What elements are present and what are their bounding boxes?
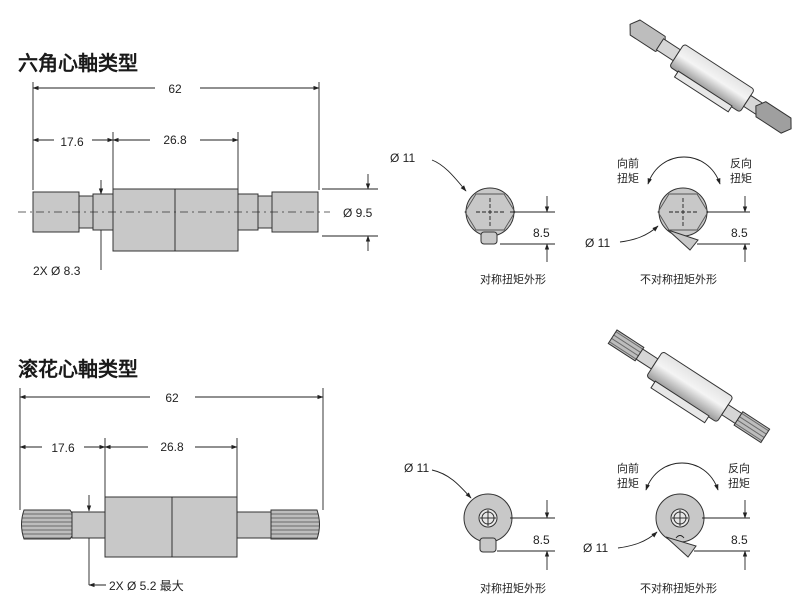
hex-asym-caption: 不对称扭矩外形: [640, 272, 717, 286]
knurl-section: 滚花心軸类型 62 17.6 26.8: [18, 329, 771, 595]
knurl-torque-arrow: [645, 462, 719, 491]
knurl-end-length-label: 17.6: [51, 441, 75, 455]
hex-asym-reverse-line2: 扭矩: [730, 171, 752, 185]
hex-asym-forward-line1: 向前: [617, 156, 639, 170]
hex-section-title: 六角心軸类型: [18, 51, 138, 75]
hex-sym-diameter-label: Ø 11: [390, 151, 415, 165]
hex-body-diameter-dimension: Ø 9.5: [322, 174, 378, 251]
knurl-sym-caption: 对称扭矩外形: [480, 581, 546, 595]
hex-end-length-label: 17.6: [60, 135, 84, 149]
knurl-body-length-label: 26.8: [160, 440, 184, 454]
hex-overall-length-label: 62: [168, 82, 182, 96]
knurl-sym-diameter-label: Ø 11: [404, 461, 429, 475]
hex-overall-dimension: 62: [32, 82, 320, 190]
knurl-asym-forward-line1: 向前: [617, 461, 639, 475]
hex-end-diameter-label: 2X Ø 8.3: [33, 264, 81, 278]
hex-asymmetric-end-view: 向前 扭矩 反向 扭矩 8.5 Ø 11 不对称扭矩外形: [585, 156, 752, 286]
hex-shaft-3d-illustration: [629, 19, 792, 134]
hex-asym-height-label: 8.5: [731, 226, 748, 240]
hex-sym-height-label: 8.5: [533, 226, 550, 240]
knurl-asym-diameter-label: Ø 11: [583, 541, 608, 555]
hex-end-diameter-callout: 2X Ø 8.3: [33, 180, 104, 278]
knurl-end-diameter-label: 2X Ø 5.2 最大: [109, 579, 184, 593]
knurl-end-diameter-callout: 2X Ø 5.2 最大: [86, 495, 184, 593]
hex-symmetric-end-view: Ø 11 8.5 对称扭矩外形: [390, 151, 555, 286]
knurl-asym-reverse-line1: 反向: [728, 461, 750, 475]
hex-torque-arrow: [647, 156, 721, 185]
hex-segment-dimensions: 17.6 26.8: [32, 132, 239, 190]
hex-body-diameter-label: Ø 9.5: [343, 206, 373, 220]
knurl-asymmetric-end-view: 向前 扭矩 反向 扭矩 8.5 Ø 11 不对称扭矩外形: [583, 461, 750, 595]
hex-asym-forward-line2: 扭矩: [617, 171, 639, 185]
knurl-symmetric-end-view: Ø 11 8.5 对称扭矩外形: [404, 461, 555, 595]
hex-sym-caption: 对称扭矩外形: [480, 272, 546, 286]
knurl-asym-caption: 不对称扭矩外形: [640, 581, 717, 595]
hex-body-length-label: 26.8: [163, 133, 187, 147]
hex-section: 六角心軸类型 62 17.6 26.8: [18, 19, 792, 286]
knurl-sym-height-label: 8.5: [533, 533, 550, 547]
knurl-section-title: 滚花心軸类型: [18, 357, 138, 381]
knurl-asym-forward-line2: 扭矩: [617, 476, 639, 490]
knurl-shaft-3d-illustration: [607, 329, 771, 444]
hex-asym-diameter-label: Ø 11: [585, 236, 610, 250]
knurl-segment-dimensions: 17.6 26.8: [19, 438, 238, 500]
knurl-shaft-side-view: [21, 496, 320, 558]
knurl-asym-reverse-line2: 扭矩: [728, 476, 750, 490]
knurl-asym-height-label: 8.5: [731, 533, 748, 547]
knurl-overall-length-label: 62: [165, 391, 179, 405]
hex-asym-reverse-line1: 反向: [730, 156, 752, 170]
hex-shaft-side-view: [18, 188, 330, 252]
